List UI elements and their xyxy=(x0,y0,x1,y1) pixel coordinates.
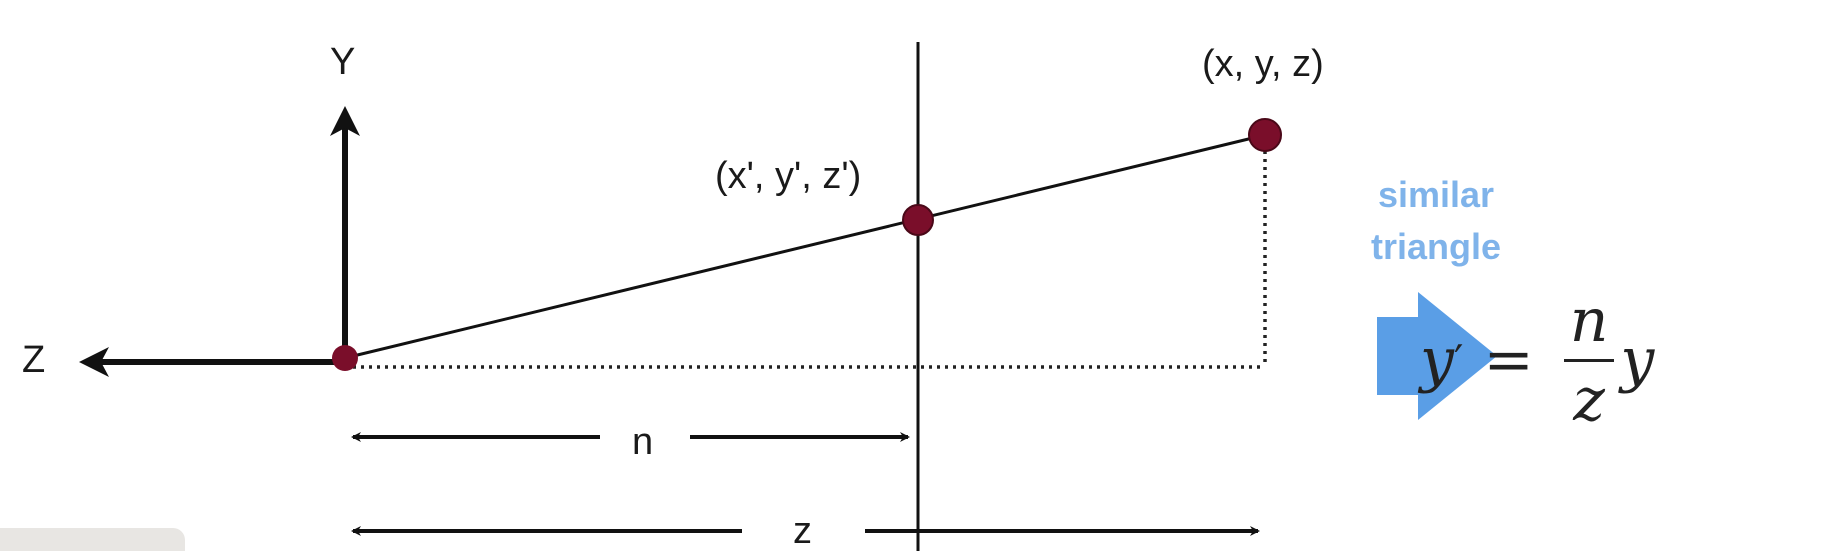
formula-rhs: y xyxy=(1620,325,1655,395)
original-point xyxy=(1248,118,1282,152)
projected-point-label: (x', y', z') xyxy=(715,155,861,197)
fraction-bar xyxy=(1563,358,1615,362)
projected-point xyxy=(902,204,934,236)
n-distance-label: n xyxy=(632,421,653,463)
origin-point xyxy=(332,345,358,371)
right-arrow-icon xyxy=(1377,292,1497,420)
formula-equals: = xyxy=(1483,325,1534,395)
formula-fraction: n z xyxy=(1563,285,1615,435)
projection-formula: y′ = n z y xyxy=(1420,285,1654,435)
z-distance-label: z xyxy=(793,510,812,551)
hint-line-1: similar xyxy=(1378,174,1494,215)
y-axis-label: Y xyxy=(330,41,355,83)
formula-prime: ′ xyxy=(1453,335,1464,385)
formula-lhs: y xyxy=(1420,325,1454,395)
formula-denominator: z xyxy=(1573,364,1605,435)
hint-line-2: triangle xyxy=(1371,226,1501,267)
original-point-label: (x, y, z) xyxy=(1202,43,1324,85)
projection-ray xyxy=(344,133,1266,360)
z-axis-label: Z xyxy=(22,339,45,381)
formula-numerator: n xyxy=(1569,285,1609,356)
corner-overlay xyxy=(0,528,185,551)
